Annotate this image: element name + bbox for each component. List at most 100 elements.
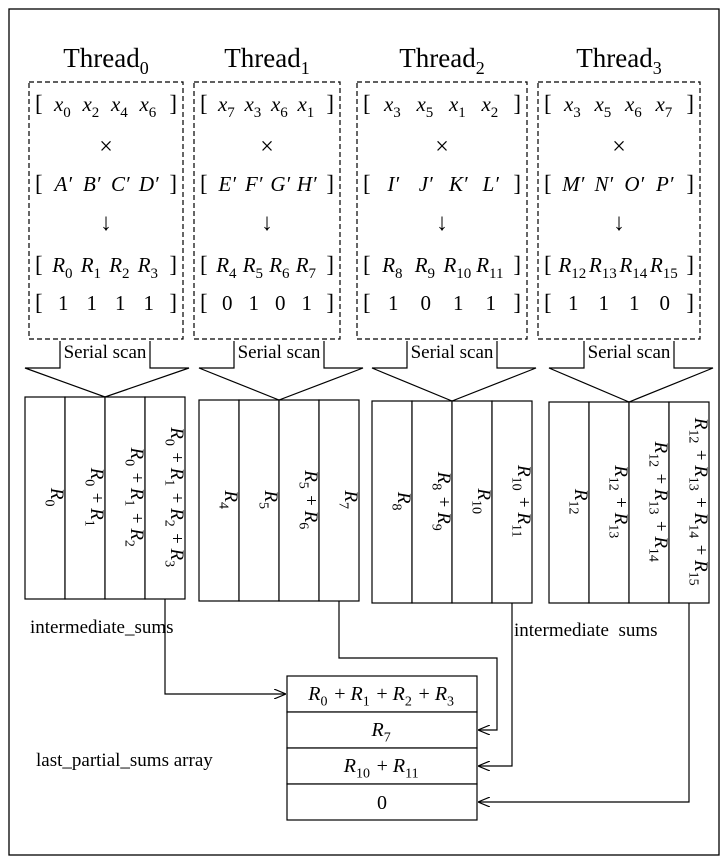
vector-item: R12 xyxy=(557,253,588,282)
flag-value: 0 xyxy=(275,291,286,315)
open-bracket: [ xyxy=(544,290,552,315)
flag-value: 1 xyxy=(629,291,640,315)
intermediate-sum-text: R12 + R13 + R14 xyxy=(646,440,671,563)
vector-item: K′ xyxy=(448,172,468,196)
vector-item: x2 xyxy=(81,92,101,121)
intermediate-sum-text: R5 + R6 xyxy=(296,469,321,531)
close-bracket: ] xyxy=(169,290,177,315)
last-partial-sum-text: R7 xyxy=(371,719,393,746)
vector-item: R7 xyxy=(295,253,318,282)
vector-item: x3 xyxy=(383,92,403,121)
connector-arrow-thread-1 xyxy=(338,601,498,730)
intermediate-sum-text: R0 + R1 + R2 xyxy=(122,446,147,548)
open-bracket: [ xyxy=(544,91,552,116)
vector-item: x5 xyxy=(593,92,613,121)
open-bracket: [ xyxy=(544,252,552,277)
vector-item: R5 xyxy=(242,253,265,282)
vector-item: R2 xyxy=(108,253,131,282)
vector-item: G′ xyxy=(270,172,290,196)
vector-item: N′ xyxy=(593,172,613,196)
vector-item: x6 xyxy=(138,92,158,121)
open-bracket: [ xyxy=(200,91,208,116)
intermediate-sum-text: R8 + R9 xyxy=(429,471,454,533)
intermediate-sum-cell xyxy=(24,396,66,600)
intermediate-sum-text: R12 + R13 xyxy=(606,464,631,540)
vector-item: E′ xyxy=(218,172,237,196)
serial-scan-label: Serial scan xyxy=(64,342,147,363)
close-bracket: ] xyxy=(513,290,521,315)
vector-item: R15 xyxy=(649,253,680,282)
vector-item: D′ xyxy=(138,172,159,196)
intermediate-sums-columns: R4 R5 R5 + R6 R7 xyxy=(198,399,361,602)
serial-scan-label: Serial scan xyxy=(588,342,671,363)
intermediate-sum-text: R12 + R13 + R14 + R15 xyxy=(686,417,711,587)
open-bracket: [ xyxy=(200,171,208,196)
connectors-layer xyxy=(164,599,690,802)
open-bracket: [ xyxy=(363,91,371,116)
vector-item: x7 xyxy=(217,92,237,121)
vector-item: R3 xyxy=(137,253,160,282)
close-bracket: ] xyxy=(326,91,334,116)
intermediate-sum-cell xyxy=(238,399,280,602)
vector-item: O′ xyxy=(624,172,644,196)
last-partial-sum-cell xyxy=(286,711,478,749)
vector-item: C′ xyxy=(111,172,130,196)
flag-value: 1 xyxy=(302,291,313,315)
flag-value: 1 xyxy=(58,291,69,315)
vector-item: R8 xyxy=(381,253,404,282)
multiply-sign: × xyxy=(99,134,113,160)
vector-item: R9 xyxy=(414,253,437,282)
thread-1: Thread1[]x7 x3 x6 x1 ×[]E′F′G′H′↓[]R4 R5… xyxy=(193,43,364,602)
input-vector: []x3 x5 x1 x2 xyxy=(363,91,521,121)
intermediate-sum-text: R0 + R1 xyxy=(82,467,107,529)
down-arrow-icon: ↓ xyxy=(613,210,625,236)
thread-dashed-box xyxy=(28,81,184,340)
connector-arrow-thread-0 xyxy=(164,599,285,694)
flag-value: 1 xyxy=(599,291,610,315)
flag-value: 0 xyxy=(421,291,432,315)
coefficient-vector: []E′F′G′H′ xyxy=(200,171,334,196)
intermediate-sums-columns: R12 R12 + R13 R12 + R13 + R14 R12 + R13 … xyxy=(548,401,711,604)
open-bracket: [ xyxy=(35,171,43,196)
flag-value: 1 xyxy=(249,291,260,315)
vector-item: F′ xyxy=(244,172,263,196)
flag-value: 1 xyxy=(87,291,98,315)
serial-scan-label: Serial scan xyxy=(411,342,494,363)
last-partial-sum-text: R0 + R1 + R2 + R3 xyxy=(307,683,455,710)
result-vector: []R0 R1 R2 R3 xyxy=(35,252,177,282)
flag-value: 0 xyxy=(660,291,671,315)
vector-item: M′ xyxy=(561,172,584,196)
intermediate-sum-cell xyxy=(64,396,106,600)
flag-value: 0 xyxy=(222,291,233,315)
open-bracket: [ xyxy=(35,91,43,116)
threads-layer: Thread0[]x0 x2 x4 x6 ×[]A′B′C′D′↓[]R0 R1… xyxy=(24,43,714,604)
thread-dashed-box xyxy=(193,81,341,340)
close-bracket: ] xyxy=(686,252,694,277)
intermediate-sum-cell xyxy=(318,399,360,602)
intermediate-sum-text: R10 xyxy=(469,487,494,515)
intermediate-sum-text: R0 + R1 + R2 + R3 xyxy=(162,426,187,568)
intermediate-sum-text: R5 xyxy=(256,489,281,510)
flag-value: 1 xyxy=(486,291,497,315)
multiply-sign: × xyxy=(435,134,449,160)
thread-title: Thread0 xyxy=(63,43,148,78)
thread-3: Thread3[]x3 x5 x6 x7 ×[]M′N′O′P′↓[]R12 R… xyxy=(537,43,714,604)
intermediate-sum-text: R7 xyxy=(336,489,361,510)
close-bracket: ] xyxy=(326,252,334,277)
vector-item: R6 xyxy=(268,253,291,282)
flag-value: 1 xyxy=(568,291,579,315)
open-bracket: [ xyxy=(200,252,208,277)
close-bracket: ] xyxy=(326,171,334,196)
close-bracket: ] xyxy=(686,171,694,196)
intermediate-sum-text: R8 xyxy=(389,491,414,512)
last-partial-sum-text: 0 xyxy=(377,792,387,814)
vector-item: B′ xyxy=(83,172,101,196)
input-vector: []x7 x3 x6 x1 xyxy=(200,91,334,121)
close-bracket: ] xyxy=(169,252,177,277)
intermediate-sum-cell xyxy=(451,400,493,604)
vector-item: x1 xyxy=(448,92,468,121)
vector-item: R1 xyxy=(80,253,103,282)
